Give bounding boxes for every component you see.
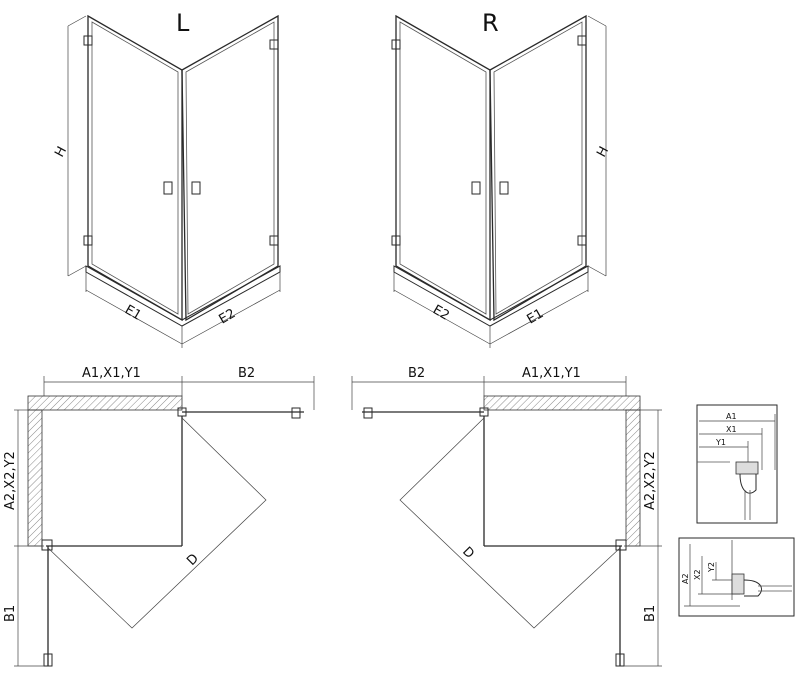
right-b2-label: B2 [408, 366, 425, 381]
right-a2x2y2-label: A2,X2,Y2 [643, 451, 658, 510]
isometric-view-left: L H E1 E2 [52, 9, 281, 348]
detail-x2-label: X2 [693, 569, 702, 580]
detail-y1-label: Y1 [715, 438, 726, 447]
right-e2-label: E2 [430, 302, 452, 323]
right-wall-top [483, 395, 641, 411]
detail-side-profile [731, 573, 745, 595]
left-a2x2y2-label: A2,X2,Y2 [3, 451, 18, 510]
left-b2-label: B2 [238, 366, 255, 381]
left-a1x1y1-label: A1,X1,Y1 [82, 366, 141, 381]
detail-a1-label: A1 [726, 412, 737, 421]
plan-view-left: A1,X1,Y1 B2 D A2,X2,Y2 B1 [3, 366, 315, 667]
detail-side: A2 X2 Y2 [678, 537, 795, 617]
left-view-title: L [176, 9, 190, 37]
isometric-view-right: R H E2 E1 [391, 9, 612, 348]
left-d-label: D [184, 551, 202, 569]
plan-view-right: B2 A1,X1,Y1 D A2,X2,Y2 B1 [351, 366, 662, 667]
detail-x1-label: X1 [726, 425, 737, 434]
left-e2-label: E2 [217, 306, 239, 327]
right-wall-side [625, 409, 641, 547]
right-a1x1y1-label: A1,X1,Y1 [522, 366, 581, 381]
right-view-title: R [482, 9, 499, 37]
left-b1-label: B1 [3, 605, 18, 622]
detail-top-profile [735, 461, 759, 475]
left-wall-side [27, 409, 43, 547]
detail-top: A1 X1 Y1 [696, 404, 778, 524]
left-e1-label: E1 [122, 302, 144, 323]
detail-y2-label: Y2 [707, 562, 716, 573]
left-height-label: H [52, 144, 70, 160]
right-height-label: H [594, 144, 612, 160]
right-b1-label: B1 [643, 605, 658, 622]
detail-a2-label: A2 [681, 573, 690, 584]
right-e1-label: E1 [525, 306, 547, 327]
left-wall-top [27, 395, 183, 411]
